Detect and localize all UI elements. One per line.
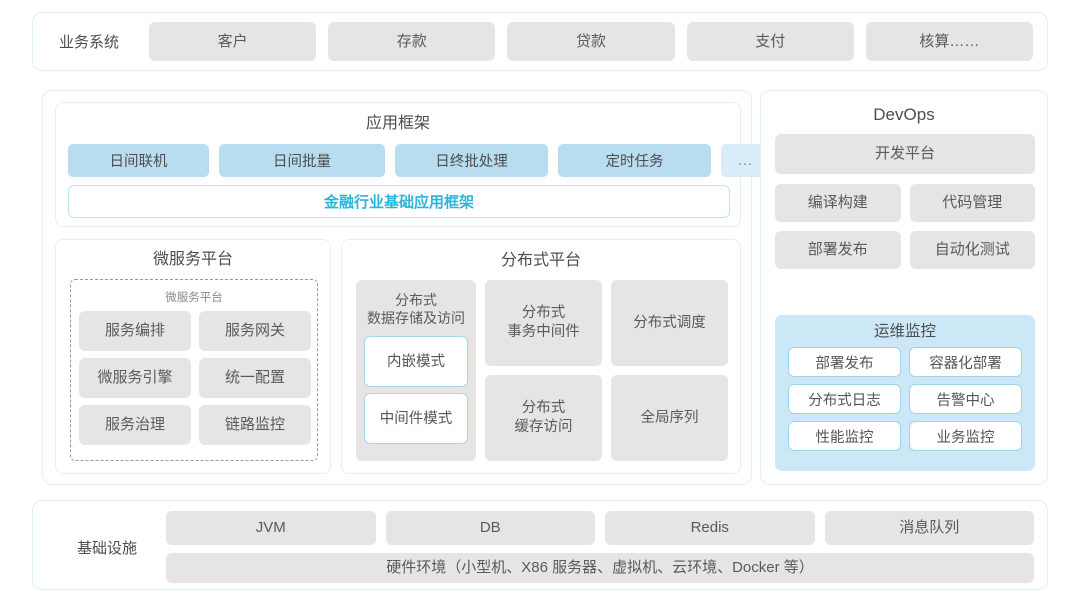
distributed-tiles-grid: 分布式 事务中间件 分布式调度 分布式 缓存访问 全局序列 [485, 280, 728, 461]
microservice-tile-engine[interactable]: 微服务引擎 [79, 358, 191, 398]
app-framework-tile-scheduled-task[interactable]: 定时任务 [558, 144, 711, 177]
infrastructure-tile-message-queue[interactable]: 消息队列 [824, 511, 1034, 545]
business-system-tile-loan[interactable]: 贷款 [507, 22, 675, 61]
microservice-platform-section: 微服务平台 微服务平台 服务编排 服务网关 微服务引擎 统一配置 服务治理 链路… [55, 239, 331, 474]
devops-tile-row-1: 编译构建 代码管理 [775, 184, 1035, 222]
business-system-tile-accounting[interactable]: 核算…… [865, 22, 1034, 61]
distributed-tile-scheduling[interactable]: 分布式调度 [611, 280, 728, 366]
ops-tile-distributed-log[interactable]: 分布式日志 [788, 384, 901, 414]
ops-monitoring-section: 运维监控 部署发布 容器化部署 分布式日志 告警中心 性能监控 业务监控 [775, 315, 1035, 471]
devops-title: DevOps [873, 105, 935, 124]
distributed-tile-cache-access[interactable]: 分布式 缓存访问 [485, 375, 602, 461]
devops-tile-automated-test[interactable]: 自动化测试 [909, 231, 1035, 269]
distributed-storage-caption-line2: 数据存储及访问 [367, 310, 465, 327]
devops-panel: DevOps 开发平台 编译构建 代码管理 部署发布 自动化测试 运维监控 部署… [760, 90, 1048, 485]
distributed-platform-section: 分布式平台 分布式 数据存储及访问 内嵌模式 中间件模式 [341, 239, 741, 474]
distributed-platform-body: 分布式 数据存储及访问 内嵌模式 中间件模式 分布式 事务中间件 [356, 280, 728, 461]
infrastructure-tile-db[interactable]: DB [385, 511, 595, 545]
ops-monitoring-title: 运维监控 [873, 323, 936, 340]
devops-tile-dev-platform[interactable]: 开发平台 [775, 134, 1035, 174]
app-framework-tile-online[interactable]: 日间联机 [68, 144, 209, 177]
microservice-tile-unified-config[interactable]: 统一配置 [199, 358, 311, 398]
microservice-tiles: 服务编排 服务网关 微服务引擎 统一配置 服务治理 链路监控 [79, 311, 311, 445]
distributed-platform-title: 分布式平台 [500, 252, 581, 269]
microservice-tile-orchestration[interactable]: 服务编排 [79, 311, 191, 351]
distributed-tile-transaction-middleware[interactable]: 分布式 事务中间件 [485, 280, 602, 366]
infrastructure-tile-hardware-environment[interactable]: 硬件环境（小型机、X86 服务器、虚拟机、云环境、Docker 等） [166, 553, 1034, 583]
business-system-tile-customer[interactable]: 客户 [149, 22, 317, 61]
distributed-tile-0-line1: 分布式 [521, 305, 566, 322]
infrastructure-label: 基础设施 [77, 540, 138, 557]
distributed-tile-transaction-middleware-text: 分布式 事务中间件 [507, 304, 580, 341]
devops-tile-build[interactable]: 编译构建 [775, 184, 901, 222]
distributed-tile-data-storage[interactable]: 分布式 数据存储及访问 内嵌模式 中间件模式 [356, 280, 476, 461]
app-framework-tiles: 日间联机 日间批量 日终批处理 定时任务 ... [68, 144, 770, 177]
ops-tile-containerized-deploy[interactable]: 容器化部署 [909, 347, 1022, 377]
infrastructure-tile-redis[interactable]: Redis [605, 511, 815, 545]
distributed-tile-0-line2: 事务中间件 [507, 324, 580, 340]
distributed-tile-cache-access-text: 分布式 缓存访问 [515, 399, 573, 436]
microservice-inner-label: 微服务平台 [165, 292, 223, 304]
business-system-tile-payment[interactable]: 支付 [686, 22, 854, 61]
app-framework-tile-batch[interactable]: 日间批量 [219, 144, 385, 177]
microservice-platform-title: 微服务平台 [152, 251, 233, 268]
distributed-tile-global-sequence[interactable]: 全局序列 [611, 375, 728, 461]
distributed-storage-column: 分布式 数据存储及访问 内嵌模式 中间件模式 [356, 280, 476, 461]
business-systems-label: 业务系统 [59, 34, 120, 51]
app-framework-tile-eod-batch[interactable]: 日终批处理 [395, 144, 548, 177]
microservice-inner-group: 微服务平台 服务编排 服务网关 微服务引擎 统一配置 服务治理 链路监控 [70, 279, 318, 461]
ops-tile-performance-monitoring[interactable]: 性能监控 [788, 421, 901, 451]
ops-monitoring-tiles: 部署发布 容器化部署 分布式日志 告警中心 性能监控 业务监控 [788, 347, 1022, 451]
ops-tile-deploy-release[interactable]: 部署发布 [788, 347, 901, 377]
distributed-mode-embedded[interactable]: 内嵌模式 [364, 336, 468, 388]
infrastructure-tile-jvm[interactable]: JVM [166, 511, 376, 545]
microservice-tile-governance[interactable]: 服务治理 [79, 405, 191, 445]
infrastructure-tiles: JVM DB Redis 消息队列 [166, 511, 1034, 545]
devops-tile-code-management[interactable]: 代码管理 [909, 184, 1035, 222]
distributed-storage-caption-line1: 分布式 [395, 292, 437, 308]
ops-tile-alert-center[interactable]: 告警中心 [909, 384, 1022, 414]
business-systems-panel: 业务系统 客户 存款 贷款 支付 核算…… [32, 12, 1048, 71]
distributed-tile-2-line1: 分布式 [521, 400, 566, 417]
app-framework-base-banner: 金融行业基础应用框架 [68, 185, 730, 218]
app-framework-title: 应用框架 [365, 115, 430, 132]
distributed-mode-middleware[interactable]: 中间件模式 [364, 393, 468, 445]
ops-tile-business-monitoring[interactable]: 业务监控 [909, 421, 1022, 451]
distributed-tile-2-line2: 缓存访问 [514, 419, 573, 435]
devops-content: 开发平台 编译构建 代码管理 部署发布 自动化测试 [775, 134, 1035, 278]
business-system-tile-deposit[interactable]: 存款 [328, 22, 496, 61]
platform-panel: 应用框架 日间联机 日间批量 日终批处理 定时任务 ... 金融行业基础应用框架… [42, 90, 770, 485]
infrastructure-panel: 基础设施 JVM DB Redis 消息队列 硬件环境（小型机、X86 服务器、… [32, 500, 1048, 590]
devops-tile-deploy-release[interactable]: 部署发布 [775, 231, 901, 269]
devops-tile-row-2: 部署发布 自动化测试 [775, 231, 1035, 269]
app-framework-section: 应用框架 日间联机 日间批量 日终批处理 定时任务 ... 金融行业基础应用框架 [55, 102, 770, 227]
microservice-tile-tracing[interactable]: 链路监控 [199, 405, 311, 445]
distributed-storage-caption: 分布式 数据存储及访问 [367, 291, 465, 327]
microservice-tile-gateway[interactable]: 服务网关 [199, 311, 311, 351]
